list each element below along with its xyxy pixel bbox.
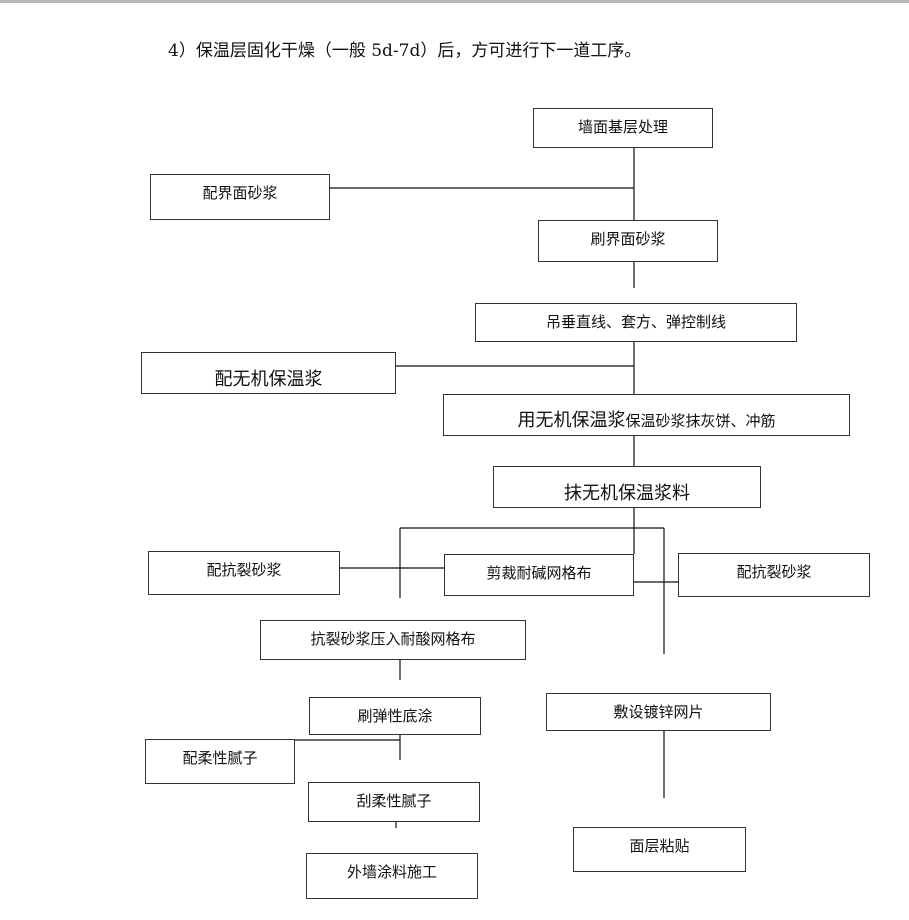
- step-exterior-paint: 外墙涂料施工: [306, 853, 478, 899]
- step-plumb-line: 吊垂直线、套方、弹控制线: [475, 303, 797, 342]
- step-mix-flexible-putty: 配柔性腻子: [145, 739, 295, 784]
- step-apply-screeds-rest: 保温砂浆抹灰饼、冲筋: [625, 412, 776, 430]
- step-mix-insulation-slurry: 配无机保温浆: [141, 352, 396, 394]
- step-tile-bonding: 面层粘贴: [573, 827, 746, 872]
- step-elastic-primer: 刷弹性底涂: [309, 697, 481, 735]
- step-press-mesh: 抗裂砂浆压入耐酸网格布: [260, 620, 526, 660]
- step-mix-anticrack-mortar-right: 配抗裂砂浆: [678, 553, 870, 597]
- step-lay-galvanized-mesh: 敷设镀锌网片: [546, 693, 771, 731]
- step-mix-anticrack-mortar-left: 配抗裂砂浆: [148, 551, 340, 595]
- top-border: [0, 0, 909, 3]
- step-apply-screeds-lead: 用无机保温浆: [517, 410, 626, 431]
- step-mix-interface-mortar: 配界面砂浆: [150, 174, 330, 220]
- step-scrape-flexible-putty: 刮柔性腻子: [308, 782, 480, 822]
- step-cut-mesh: 剪裁耐碱网格布: [444, 554, 634, 596]
- page-heading: 4）保温层固化干燥（一般 5d-7d）后，方可进行下一道工序。: [168, 41, 642, 61]
- step-wall-base-treatment: 墙面基层处理: [533, 108, 713, 148]
- step-plaster-insulation: 抹无机保温浆料: [493, 466, 761, 508]
- step-apply-screeds: 用无机保温浆保温砂浆抹灰饼、冲筋: [443, 394, 850, 436]
- step-brush-interface-mortar: 刷界面砂浆: [538, 220, 718, 262]
